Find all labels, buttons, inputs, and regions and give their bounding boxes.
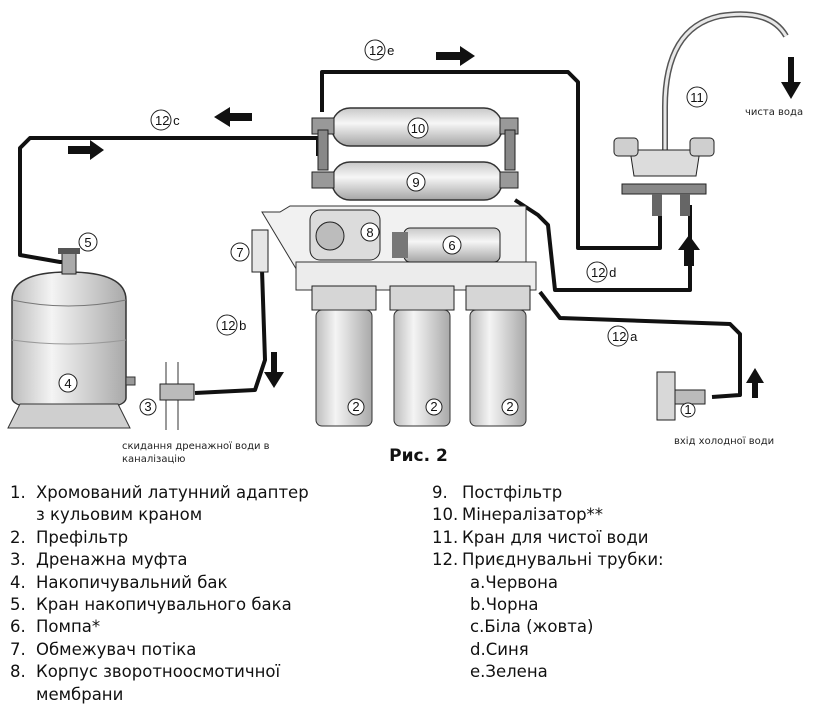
tube-12b — [194, 269, 267, 395]
flow-arrows — [68, 46, 801, 398]
svg-text:2: 2 — [506, 399, 513, 414]
tube-label-12d: 12 d — [591, 265, 616, 280]
tube-label-12e: 12 e — [369, 43, 394, 58]
arrow-12c-left-icon — [214, 107, 252, 127]
callout-9: 9 — [406, 172, 426, 192]
svg-text:5: 5 — [84, 235, 91, 250]
prefilter-3 — [465, 285, 531, 427]
arrow-drain-down-icon — [264, 352, 284, 388]
callout-2c: 2 — [501, 398, 519, 416]
svg-text:1: 1 — [684, 402, 691, 417]
legend-item-2: 2.Префільтр — [10, 527, 129, 547]
tubes — [18, 70, 742, 399]
callout-6: 6 — [442, 235, 462, 255]
legend-item-6: 6.Помпа* — [10, 617, 101, 637]
tube-12d — [513, 198, 692, 292]
tube-label-12b: 12 b — [221, 318, 246, 333]
tube-labels: 12 e 12 c 12 b 12 d 12 a — [150, 39, 638, 347]
legend-item-9: 9.Постфільтр — [432, 483, 563, 502]
arrow-inlet-up-icon — [746, 368, 764, 398]
callout-10: 10 — [407, 117, 429, 139]
drain-saddle — [159, 362, 195, 430]
figure-title: Рис. 2 — [389, 446, 448, 466]
legend-tube-b: b.Чорна — [470, 595, 539, 615]
arrow-clean-down-icon — [781, 57, 801, 99]
svg-text:7: 7 — [236, 245, 243, 260]
prefilter-2 — [389, 285, 455, 427]
legend-item-11: 11.Кран для чистої води — [432, 527, 649, 547]
note-cold-water-in: вхід холодної води — [674, 435, 774, 447]
legend-item-1: 1.Хромований латунний адаптер — [10, 483, 309, 502]
tube-12a — [538, 290, 742, 399]
prefilters — [311, 285, 531, 427]
callout-1: 1 — [680, 402, 696, 418]
tube-12c — [18, 136, 320, 264]
svg-text:2: 2 — [352, 399, 359, 414]
legend-right: 9.Постфільтр 10.Мінералізатор** 11.Кран … — [432, 482, 664, 684]
clips — [317, 129, 516, 171]
callouts: 1 2 2 2 3 4 5 6 7 8 9 10 11 — [58, 86, 708, 418]
callout-2b: 2 — [425, 398, 443, 416]
legend-item-5: 5.Кран накопичувального бака — [10, 595, 292, 615]
arrow-12e-right-icon — [436, 46, 475, 66]
callout-3: 3 — [139, 398, 157, 416]
legend-item-3: 3.Дренажна муфта — [10, 550, 188, 570]
svg-text:10: 10 — [411, 121, 425, 136]
legend-item-8-cont: мембрани — [36, 684, 124, 704]
legend-left: 1.Хромований латунний адаптер з кульовим… — [10, 482, 309, 706]
legend-item-4: 4.Накопичувальний бак — [10, 572, 228, 592]
storage-tank — [7, 271, 136, 429]
inlet-adapter — [656, 371, 706, 421]
svg-text:8: 8 — [366, 225, 373, 240]
arrow-12d-up-icon — [678, 235, 700, 266]
tube-12e — [320, 70, 662, 250]
filter-system-diagram: 1 2 2 2 3 4 5 6 7 8 9 10 11 12 e 12 c 12… — [7, 11, 803, 465]
legend-item-1-cont: з кульовим краном — [36, 505, 203, 525]
legend-tube-c: c.Біла (жовта) — [470, 617, 594, 637]
legend-item-12: 12.Приєднувальні трубки: — [432, 550, 664, 570]
note-drain-line1: скидання дренажної води в — [122, 441, 270, 452]
arrow-12c-right-icon — [68, 140, 104, 160]
svg-text:3: 3 — [144, 399, 151, 414]
svg-text:11: 11 — [690, 90, 704, 105]
callout-8: 8 — [360, 222, 380, 242]
svg-text:9: 9 — [412, 175, 419, 190]
svg-text:2: 2 — [430, 399, 437, 414]
tube-label-12c: 12 c — [155, 113, 180, 128]
svg-text:4: 4 — [64, 376, 71, 391]
legend-item-10: 10.Мінералізатор** — [432, 505, 604, 525]
callout-11: 11 — [686, 86, 708, 108]
legend-item-8: 8.Корпус зворотноосмотичної — [10, 662, 281, 682]
callout-5: 5 — [78, 232, 98, 252]
legend-tube-a: a.Червона — [470, 572, 559, 592]
tube-label-12a: 12 a — [612, 329, 638, 344]
membrane-housing-8 — [309, 209, 381, 261]
callout-2a: 2 — [347, 398, 365, 416]
callout-4: 4 — [58, 373, 78, 393]
callout-7: 7 — [230, 242, 250, 262]
faucet-11 — [613, 11, 789, 216]
svg-text:6: 6 — [448, 238, 455, 253]
note-clean-water: чиста вода — [745, 107, 803, 118]
legend-tube-e: e.Зелена — [470, 662, 548, 682]
prefilter-1 — [311, 285, 377, 427]
legend-tube-d: d.Синя — [470, 639, 529, 659]
legend-item-7: 7.Обмежувач потіка — [10, 639, 197, 659]
tank-valve — [58, 248, 80, 275]
note-drain-line2: каналізацію — [122, 453, 185, 465]
flow-restrictor — [251, 229, 269, 273]
